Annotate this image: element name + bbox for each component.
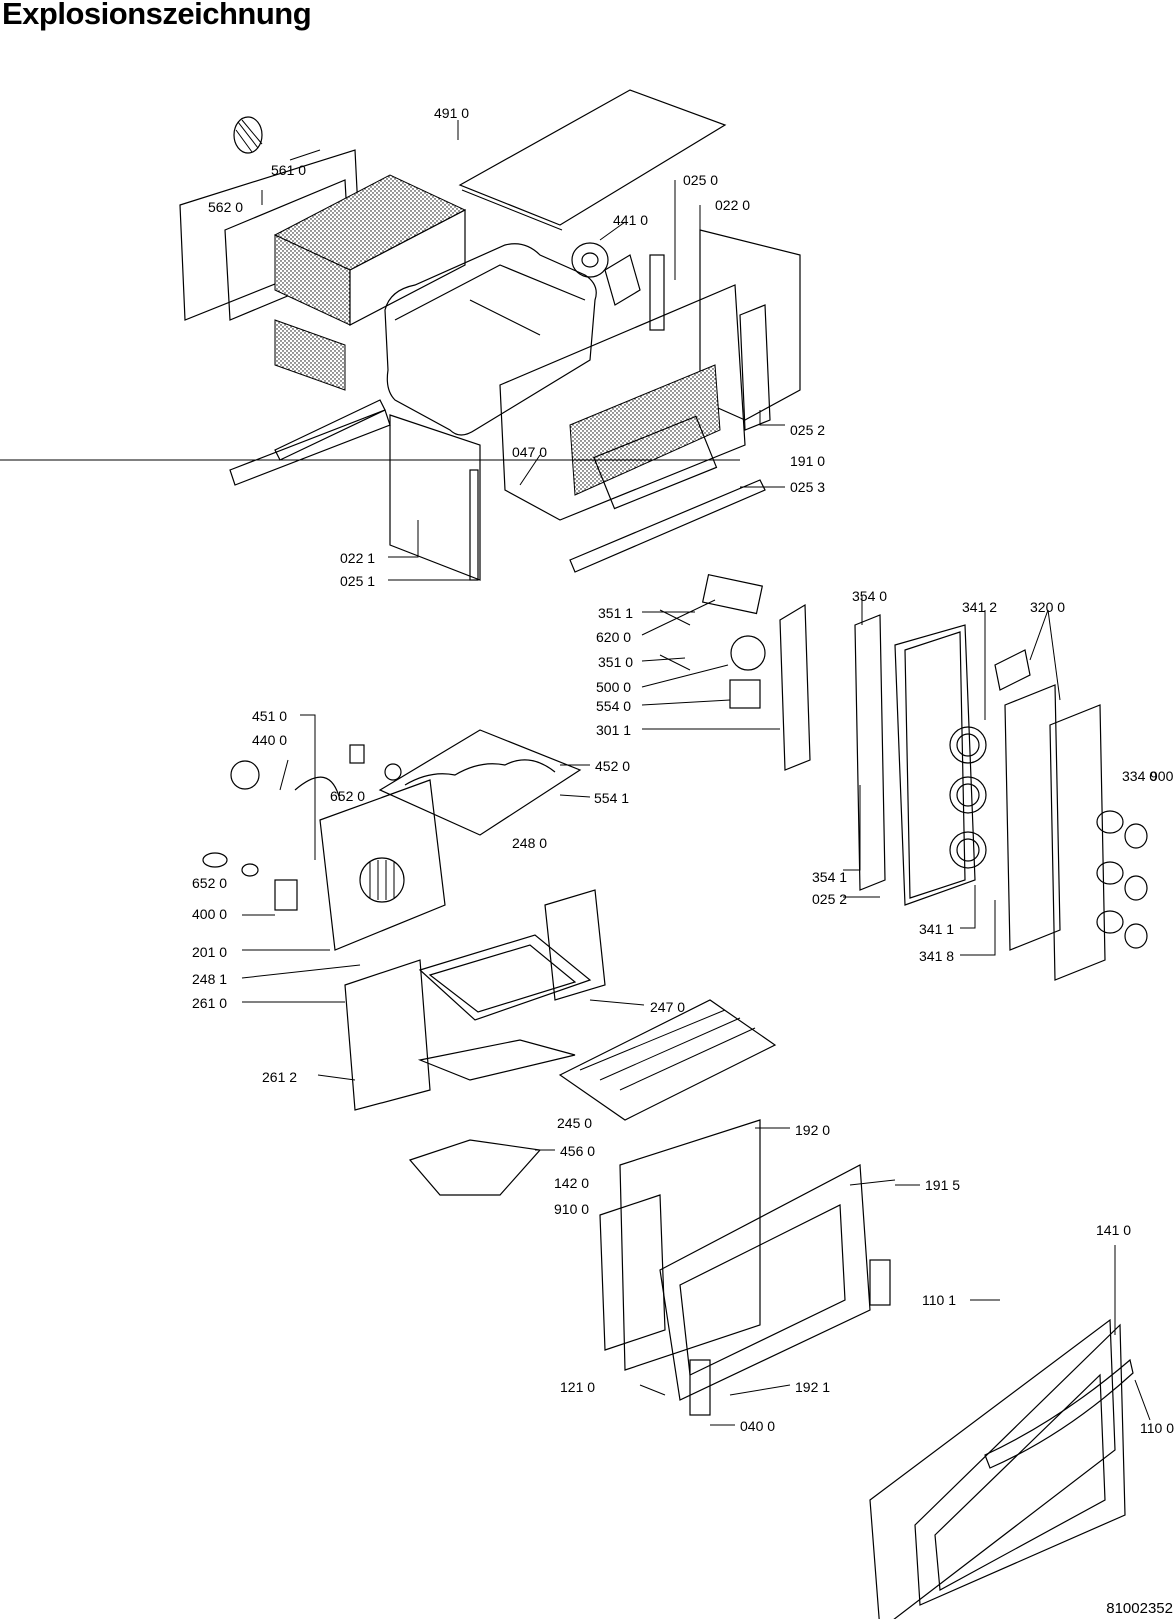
oven-cavity (384, 243, 597, 436)
pan (417, 1039, 576, 1081)
part-label: 562 0 (208, 199, 243, 215)
fascia-panel (1004, 684, 1061, 951)
part-label: 320 0 (1030, 599, 1065, 615)
front-window (569, 364, 721, 496)
knob-mounts (949, 726, 987, 869)
part-label: 910 0 (554, 1201, 589, 1217)
fan-guard (233, 116, 263, 154)
oven-interior-group (202, 729, 777, 1196)
part-label: 110 0 (1140, 1420, 1174, 1436)
wire-rack (558, 999, 777, 1121)
panel-housing (894, 624, 976, 906)
shelf-supports-right (544, 889, 606, 1001)
part-label: 554 1 (594, 790, 629, 806)
part-label: 022 1 (340, 550, 375, 566)
blower-fan (571, 242, 641, 306)
rear-wall (319, 779, 446, 951)
thermostat-parts (202, 744, 402, 911)
part-label: 491 0 (434, 105, 469, 121)
part-labels: 491 0 561 0 562 0 025 0 022 0 441 0 025 2 047 0… (192, 105, 1175, 1436)
door-glass-inner (619, 1119, 761, 1371)
lower-heater (408, 1139, 542, 1196)
part-label: 441 0 (613, 212, 648, 228)
part-label: 341 8 (919, 948, 954, 964)
side-panel-left (389, 414, 481, 581)
page-title: Explosionszeichnung (2, 0, 312, 31)
part-label: 110 1 (922, 1292, 956, 1308)
part-label: 341 1 (919, 921, 954, 937)
part-label: 652 0 (192, 875, 227, 891)
part-label: 561 0 (271, 162, 306, 178)
part-label: 201 0 (192, 944, 227, 960)
part-label: 248 0 (512, 835, 547, 851)
switch-bracket (779, 603, 811, 771)
shelf-supports (344, 959, 431, 1111)
hinges (689, 1259, 891, 1416)
part-label: 192 1 (795, 1379, 830, 1395)
part-label: 456 0 (560, 1143, 595, 1159)
part-label: 047 0 (512, 444, 547, 460)
heating-element-top (378, 729, 582, 836)
part-label: 191 5 (925, 1177, 960, 1193)
door-front-panel (914, 1323, 1126, 1606)
part-label: 900 2 (1150, 768, 1175, 784)
part-label: 141 0 (1096, 1222, 1131, 1238)
fascia-cover (1049, 704, 1106, 981)
top-cover (458, 89, 727, 226)
part-label: 025 2 (812, 891, 847, 907)
part-label: 022 0 (715, 197, 750, 213)
part-label: 440 0 (252, 732, 287, 748)
part-label: 652 0 (330, 788, 365, 804)
part-label: 142 0 (554, 1175, 589, 1191)
part-label: 192 0 (795, 1122, 830, 1138)
base-rail (569, 479, 766, 573)
part-label: 191 0 (790, 453, 825, 469)
part-label: 400 0 (192, 906, 227, 922)
door-front-glass (869, 1318, 1116, 1619)
insulation-lower (274, 319, 346, 391)
door-group (599, 1119, 1134, 1619)
part-label: 451 0 (252, 708, 287, 724)
part-label: 341 2 (962, 599, 997, 615)
part-label: 620 0 (596, 629, 631, 645)
part-label: 247 0 (650, 999, 685, 1015)
door-handle (984, 1358, 1134, 1469)
front-frame (499, 284, 746, 521)
part-label: 554 0 (596, 698, 631, 714)
document-number: 81002352 (1106, 1600, 1173, 1617)
part-label: 334 0 (1122, 768, 1157, 784)
part-label: 025 0 (683, 172, 718, 188)
part-label: 351 1 (598, 605, 633, 621)
part-label: 351 0 (598, 654, 633, 670)
part-label: 261 0 (192, 995, 227, 1011)
insulation-box-side (349, 209, 466, 326)
part-label: 121 0 (560, 1379, 595, 1395)
part-label: 248 1 (192, 971, 227, 987)
control-strip (739, 304, 771, 431)
fascia-bracket (994, 649, 1031, 691)
leader-lines (0, 120, 1151, 1426)
part-label: 025 2 (790, 422, 825, 438)
oven-tray (418, 934, 592, 1021)
oven-housing-group (179, 89, 801, 581)
part-label: 354 1 (812, 869, 847, 885)
control-knobs (1096, 810, 1148, 949)
part-label: 301 1 (596, 722, 631, 738)
part-label: 025 1 (340, 573, 375, 589)
fan-cover (359, 857, 405, 903)
door-frame (659, 1164, 871, 1401)
part-label: 452 0 (595, 758, 630, 774)
bottom-plate (229, 409, 391, 486)
part-label: 354 0 (852, 588, 887, 604)
part-label: 245 0 (557, 1115, 592, 1131)
control-panel-group (659, 573, 1148, 981)
part-label: 040 0 (740, 1418, 775, 1434)
switches (659, 573, 766, 709)
part-label: 025 3 (790, 479, 825, 495)
panel-frame-a (854, 614, 886, 891)
part-label: 500 0 (596, 679, 631, 695)
part-label: 261 2 (262, 1069, 297, 1085)
